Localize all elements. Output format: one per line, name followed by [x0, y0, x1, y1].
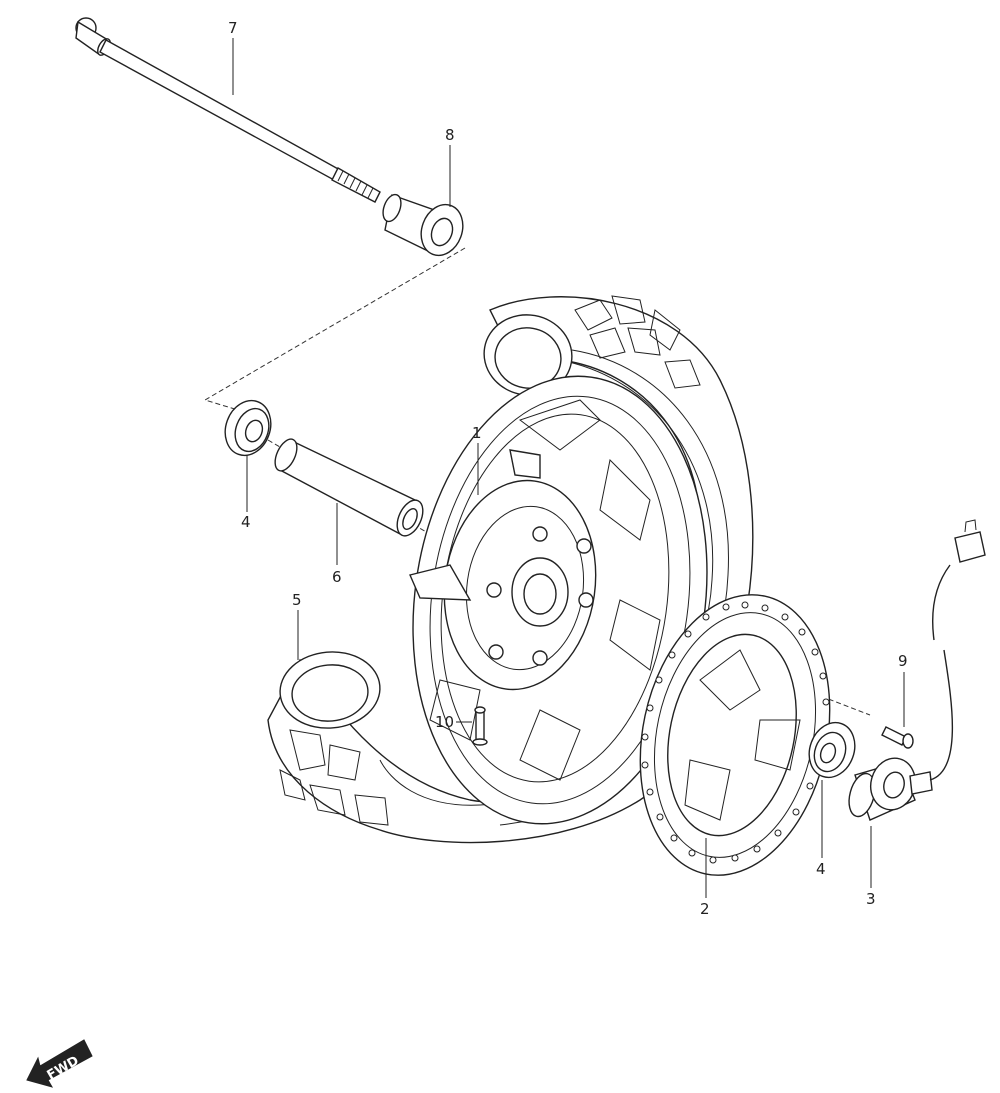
distance-collar — [274, 438, 424, 537]
callout-5: 5 — [292, 591, 302, 609]
callout-3: 3 — [866, 890, 876, 908]
callout-2: 2 — [700, 900, 710, 918]
callout-6: 6 — [332, 568, 342, 586]
sensor-cable — [929, 519, 986, 781]
speedometer-gear-box — [848, 757, 933, 821]
fwd-arrow-icon: FWD — [26, 1039, 93, 1088]
callout-7: 7 — [228, 19, 238, 37]
front-axle — [75, 17, 381, 203]
callout-10: 10 — [435, 713, 454, 731]
callout-labels: 7 8 1 4 6 5 10 9 4 3 2 — [228, 19, 908, 918]
wheel-bearing-left — [224, 399, 272, 457]
callout-4-right: 4 — [816, 860, 826, 878]
axle-collar — [382, 193, 464, 257]
leader-lines — [232, 38, 905, 898]
front-tire — [267, 295, 754, 844]
tire-valve — [472, 706, 488, 746]
callout-4-left: 4 — [241, 513, 251, 531]
front-wheel-rim — [409, 375, 708, 825]
front-brake-disc — [639, 594, 831, 876]
callout-8: 8 — [445, 126, 455, 144]
callout-1: 1 — [472, 424, 482, 442]
callout-9: 9 — [898, 652, 908, 670]
disc-bolt — [881, 726, 914, 749]
wheel-bearing-right — [808, 721, 856, 779]
